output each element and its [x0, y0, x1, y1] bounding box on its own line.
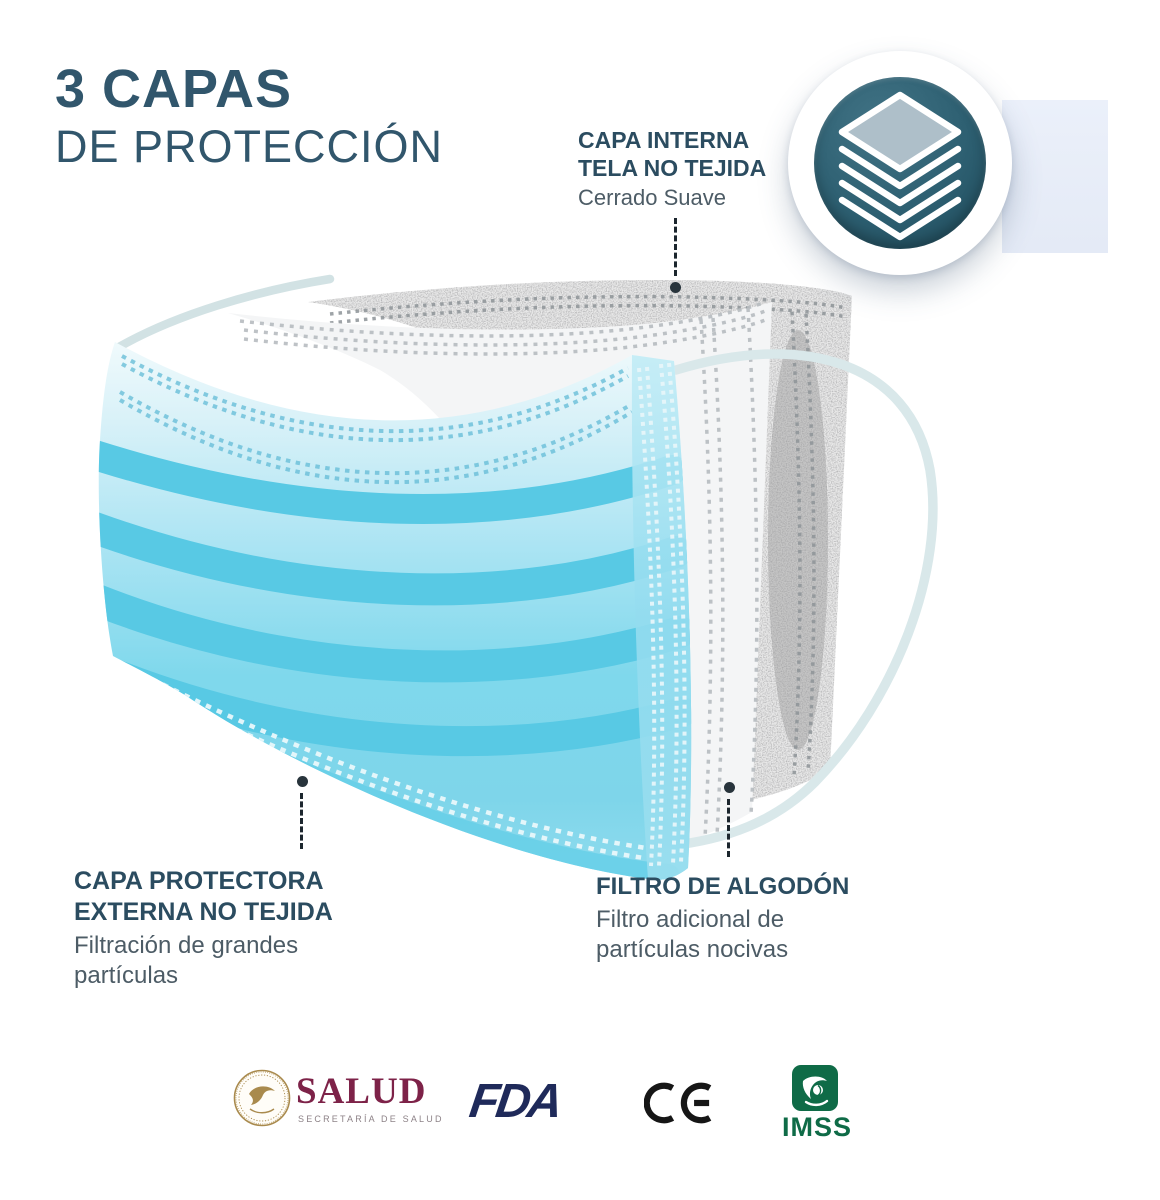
ce-mark-icon — [644, 1082, 712, 1124]
dashed-connector-interna — [674, 218, 677, 276]
earloop-right — [663, 349, 938, 851]
callout-capa-interna: CAPA INTERNA TELA NO TEJIDA Cerrado Suav… — [578, 126, 828, 211]
dashed-connector-externa — [300, 793, 303, 849]
connector-dot-interna — [670, 282, 681, 293]
title-line-bold: 3 CAPAS — [55, 59, 293, 119]
connector-dot-filtro — [724, 782, 735, 793]
earloop-left — [114, 274, 335, 352]
imss-emblem-icon — [792, 1065, 838, 1111]
callout-filtro: FILTRO DE ALGODÓN Filtro adicional de pa… — [596, 872, 856, 965]
callout-interna-subtitle: Cerrado Suave — [578, 185, 726, 210]
salud-logo-text: SALUD — [296, 1071, 427, 1112]
layers-badge-circle — [814, 77, 986, 249]
salud-logo-subtitle: SECRETARÍA DE SALUD — [298, 1114, 444, 1124]
callout-externa-subtitle: Filtración de grandes partículas — [74, 932, 299, 989]
layers-badge — [788, 51, 1012, 275]
title-line-light: DE PROTECCIÓN — [55, 121, 444, 172]
imss-logo-text: IMSS — [782, 1112, 853, 1142]
stacked-layers-icon — [838, 91, 962, 241]
page-title: 3 CAPAS DE PROTECCIÓN — [55, 60, 443, 172]
callout-filtro-subtitle: Filtro adicional de partículas nocivas — [596, 906, 789, 963]
connector-dot-externa — [297, 776, 308, 787]
fda-logo: FDA — [466, 1075, 564, 1128]
callout-externa-title-2: EXTERNA NO TEJIDA — [74, 898, 333, 926]
callout-interna-title-1: CAPA INTERNA — [578, 127, 750, 153]
callout-capa-externa: CAPA PROTECTORA EXTERNA NO TEJIDA Filtra… — [74, 866, 354, 991]
salud-seal-icon — [233, 1069, 291, 1127]
callout-externa-title-1: CAPA PROTECTORA — [74, 867, 324, 895]
dashed-connector-filtro — [727, 799, 730, 857]
front-layer-art — [98, 342, 692, 880]
callout-interna-title-2: TELA NO TEJIDA — [578, 155, 767, 181]
callout-filtro-title: FILTRO DE ALGODÓN — [596, 873, 850, 900]
badge-backdrop-panel — [1002, 100, 1108, 253]
